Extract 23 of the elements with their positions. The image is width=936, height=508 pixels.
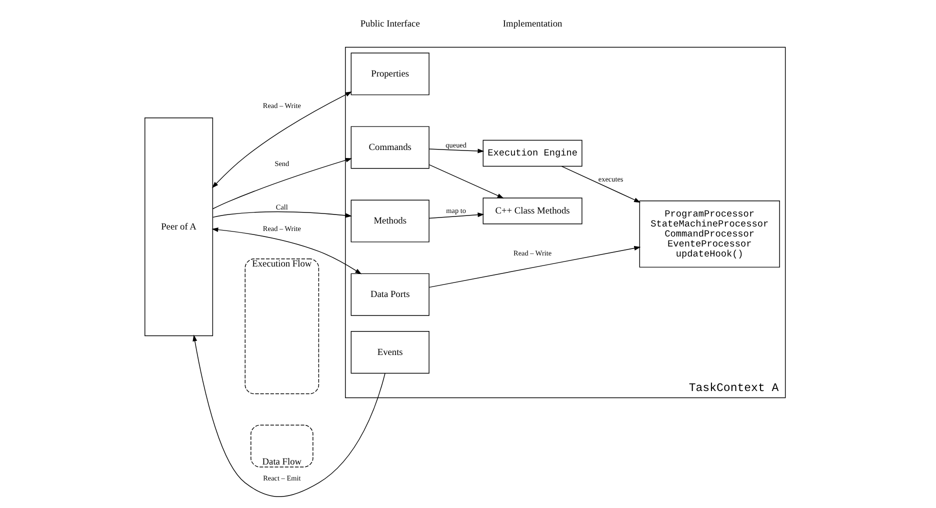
arrow [428, 212, 484, 219]
node-box: Execution Engine [482, 140, 582, 167]
node-box: Properties [350, 52, 430, 96]
arrow [212, 211, 352, 218]
arrow [212, 92, 352, 188]
node-box: Data Ports [350, 273, 430, 316]
arrow [428, 164, 504, 198]
node-box: Events [350, 331, 430, 374]
arrow [428, 246, 641, 288]
node-box: Commands [350, 126, 430, 169]
label: Implementation [502, 20, 562, 30]
node-box: Data Flow [250, 424, 314, 468]
arrow [561, 166, 641, 203]
node-box: Methods [350, 200, 430, 242]
node-box: Execution Flow [244, 258, 320, 394]
arrow [212, 158, 352, 210]
label: Public Interface [360, 20, 420, 30]
node-box: C++ Class Methods [482, 198, 582, 224]
node-box: ProgramProcessor StateMachineProcessor CommandProcessor EventeProcessor updateHook() [639, 200, 780, 268]
arrow [192, 334, 386, 497]
node-box: Peer of A [144, 118, 214, 336]
arrow [428, 148, 484, 154]
arrow [212, 227, 362, 274]
